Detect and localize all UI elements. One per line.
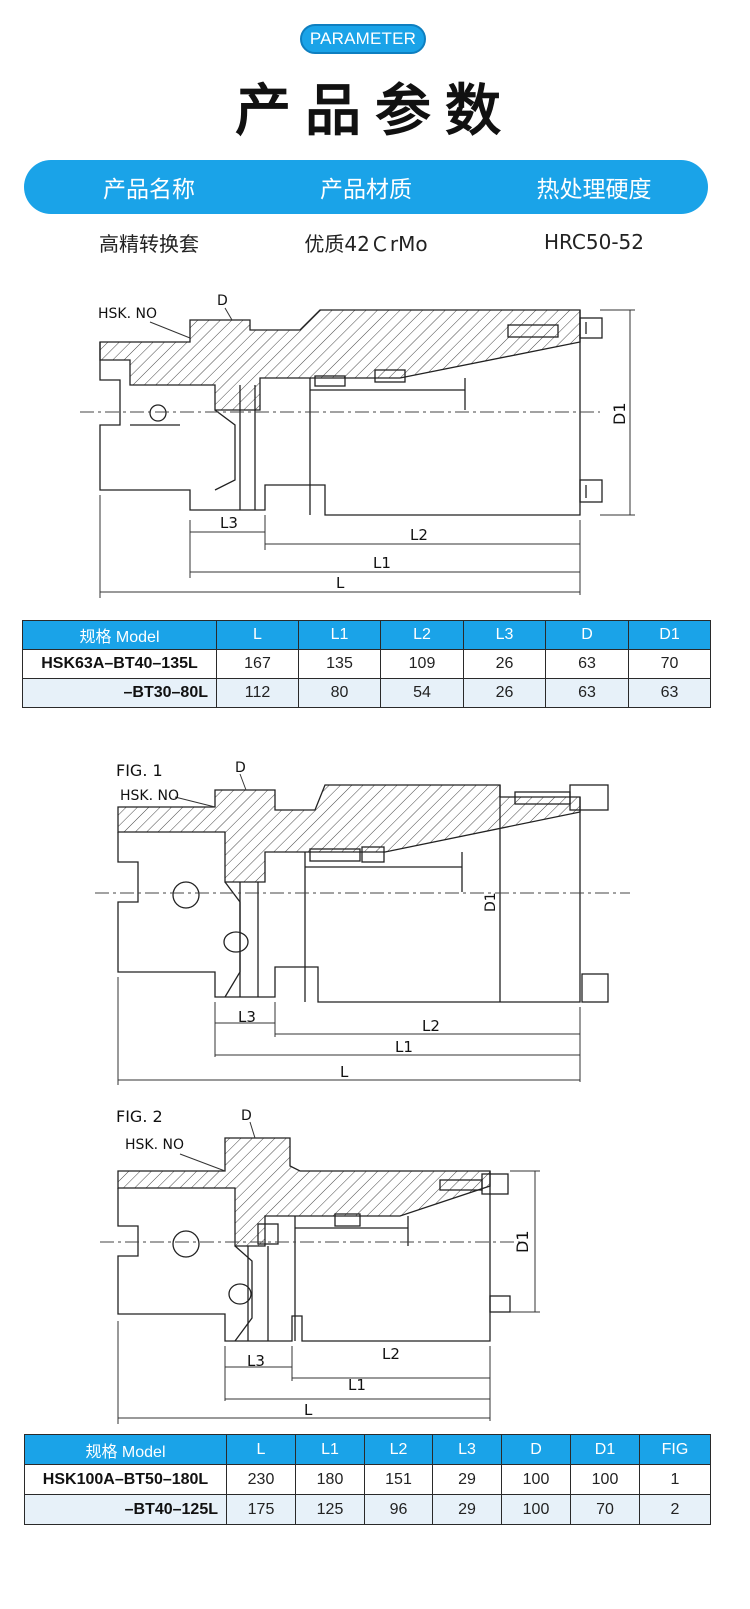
column-header: FIG xyxy=(639,1434,711,1465)
technical-drawing-1: HSK. NO D L3 L2 L1 L D1 xyxy=(0,280,750,600)
table-cell: 100 xyxy=(501,1464,571,1495)
l1-label: L1 xyxy=(395,1038,413,1056)
l-label: L xyxy=(336,574,345,592)
l3-label: L3 xyxy=(220,514,238,532)
table-cell: 112 xyxy=(216,678,299,708)
column-header: L3 xyxy=(463,620,546,650)
l3-label: L3 xyxy=(247,1352,265,1370)
table-cell: 63 xyxy=(545,678,629,708)
column-header: D xyxy=(501,1434,571,1465)
value-material: 优质42ＣrMo xyxy=(304,231,428,256)
l2-label: L2 xyxy=(410,526,428,544)
d-label: D xyxy=(217,293,228,309)
model-cell: HSK100A–BT50–180L xyxy=(24,1464,227,1495)
fig-label: FIG. 1 xyxy=(116,761,163,780)
model-cell: HSK63A–BT40–135L xyxy=(22,649,217,679)
column-header: L1 xyxy=(295,1434,365,1465)
l-label: L xyxy=(340,1063,349,1081)
column-header: L xyxy=(216,620,299,650)
table-cell: 135 xyxy=(298,649,381,679)
table-cell: 29 xyxy=(432,1464,502,1495)
d-label: D xyxy=(241,1108,252,1124)
d1-label: D1 xyxy=(513,1231,532,1254)
spec-table-2: 规格 Model L L1 L2 L3 D D1 FIG HSK100A–BT5… xyxy=(24,1434,711,1525)
column-header: L3 xyxy=(432,1434,502,1465)
column-header: 规格 Model xyxy=(22,620,217,650)
technical-drawing-fig2: FIG. 2 HSK. NO D L3 L2 L1 L D1 xyxy=(0,1096,750,1426)
model-cell: –BT30–80L xyxy=(22,678,217,708)
column-header: 规格 Model xyxy=(24,1434,227,1465)
property-header-bar: 产品名称 产品材质 热处理硬度 xyxy=(24,160,708,214)
table-cell: 151 xyxy=(364,1464,433,1495)
table-cell: 125 xyxy=(295,1494,365,1525)
table-cell: 29 xyxy=(432,1494,502,1525)
table-cell: 96 xyxy=(364,1494,433,1525)
l1-label: L1 xyxy=(373,554,391,572)
header-product-name: 产品名称 xyxy=(103,177,195,203)
table-cell: 26 xyxy=(463,678,546,708)
table-cell: 2 xyxy=(639,1494,711,1525)
l2-label: L2 xyxy=(422,1017,440,1035)
parameter-badge: PARAMETER xyxy=(300,24,426,54)
table-cell: 63 xyxy=(545,649,629,679)
table-header-row: 规格 Model L L1 L2 L3 D D1 xyxy=(22,620,711,650)
table-cell: 26 xyxy=(463,649,546,679)
table-cell: 70 xyxy=(628,649,711,679)
column-header: L1 xyxy=(298,620,381,650)
header-material: 产品材质 xyxy=(320,177,412,203)
table-cell: 70 xyxy=(570,1494,640,1525)
page-title: 产品参数 xyxy=(235,79,515,144)
table-cell: 180 xyxy=(295,1464,365,1495)
l3-label: L3 xyxy=(238,1008,256,1026)
column-header: D1 xyxy=(570,1434,640,1465)
table-cell: 100 xyxy=(570,1464,640,1495)
table-cell: 1 xyxy=(639,1464,711,1495)
column-header: L2 xyxy=(380,620,464,650)
table-cell: 175 xyxy=(226,1494,296,1525)
table-cell: 100 xyxy=(501,1494,571,1525)
l2-label: L2 xyxy=(382,1345,400,1363)
d1-label: D1 xyxy=(610,403,629,426)
table-cell: 109 xyxy=(380,649,464,679)
table-row: HSK100A–BT50–180L 230 180 151 29 100 100… xyxy=(24,1464,711,1495)
column-header: L2 xyxy=(364,1434,433,1465)
d-label: D xyxy=(235,760,246,776)
table-row: –BT40–125L 175 125 96 29 100 70 2 xyxy=(24,1494,711,1525)
l1-label: L1 xyxy=(348,1376,366,1394)
technical-drawing-fig1: FIG. 1 HSK. NO D L3 L2 L1 L D1 xyxy=(0,752,750,1092)
table-cell: 63 xyxy=(628,678,711,708)
table-cell: 230 xyxy=(226,1464,296,1495)
column-header: L xyxy=(226,1434,296,1465)
hsk-label: HSK. NO xyxy=(120,788,179,804)
column-header: D xyxy=(545,620,629,650)
hsk-label: HSK. NO xyxy=(125,1137,184,1153)
table-row: –BT30–80L 112 80 54 26 63 63 xyxy=(22,678,711,708)
column-header: D1 xyxy=(628,620,711,650)
spec-table-1: 规格 Model L L1 L2 L3 D D1 HSK63A–BT40–135… xyxy=(22,620,711,708)
header-hardness: 热处理硬度 xyxy=(536,177,652,203)
d1-label: D1 xyxy=(483,892,499,912)
l-label: L xyxy=(304,1401,313,1419)
model-cell: –BT40–125L xyxy=(24,1494,227,1525)
hsk-label: HSK. NO xyxy=(98,306,157,322)
table-header-row: 规格 Model L L1 L2 L3 D D1 FIG xyxy=(24,1434,711,1465)
fig-label: FIG. 2 xyxy=(116,1107,163,1126)
property-values: 高精转换套 优质42ＣrMo HRC50-52 xyxy=(24,222,708,262)
table-cell: 54 xyxy=(380,678,464,708)
value-product-name: 高精转换套 xyxy=(99,231,199,256)
table-cell: 80 xyxy=(298,678,381,708)
table-row: HSK63A–BT40–135L 167 135 109 26 63 70 xyxy=(22,649,711,679)
value-hardness: HRC50-52 xyxy=(543,230,645,254)
table-cell: 167 xyxy=(216,649,299,679)
